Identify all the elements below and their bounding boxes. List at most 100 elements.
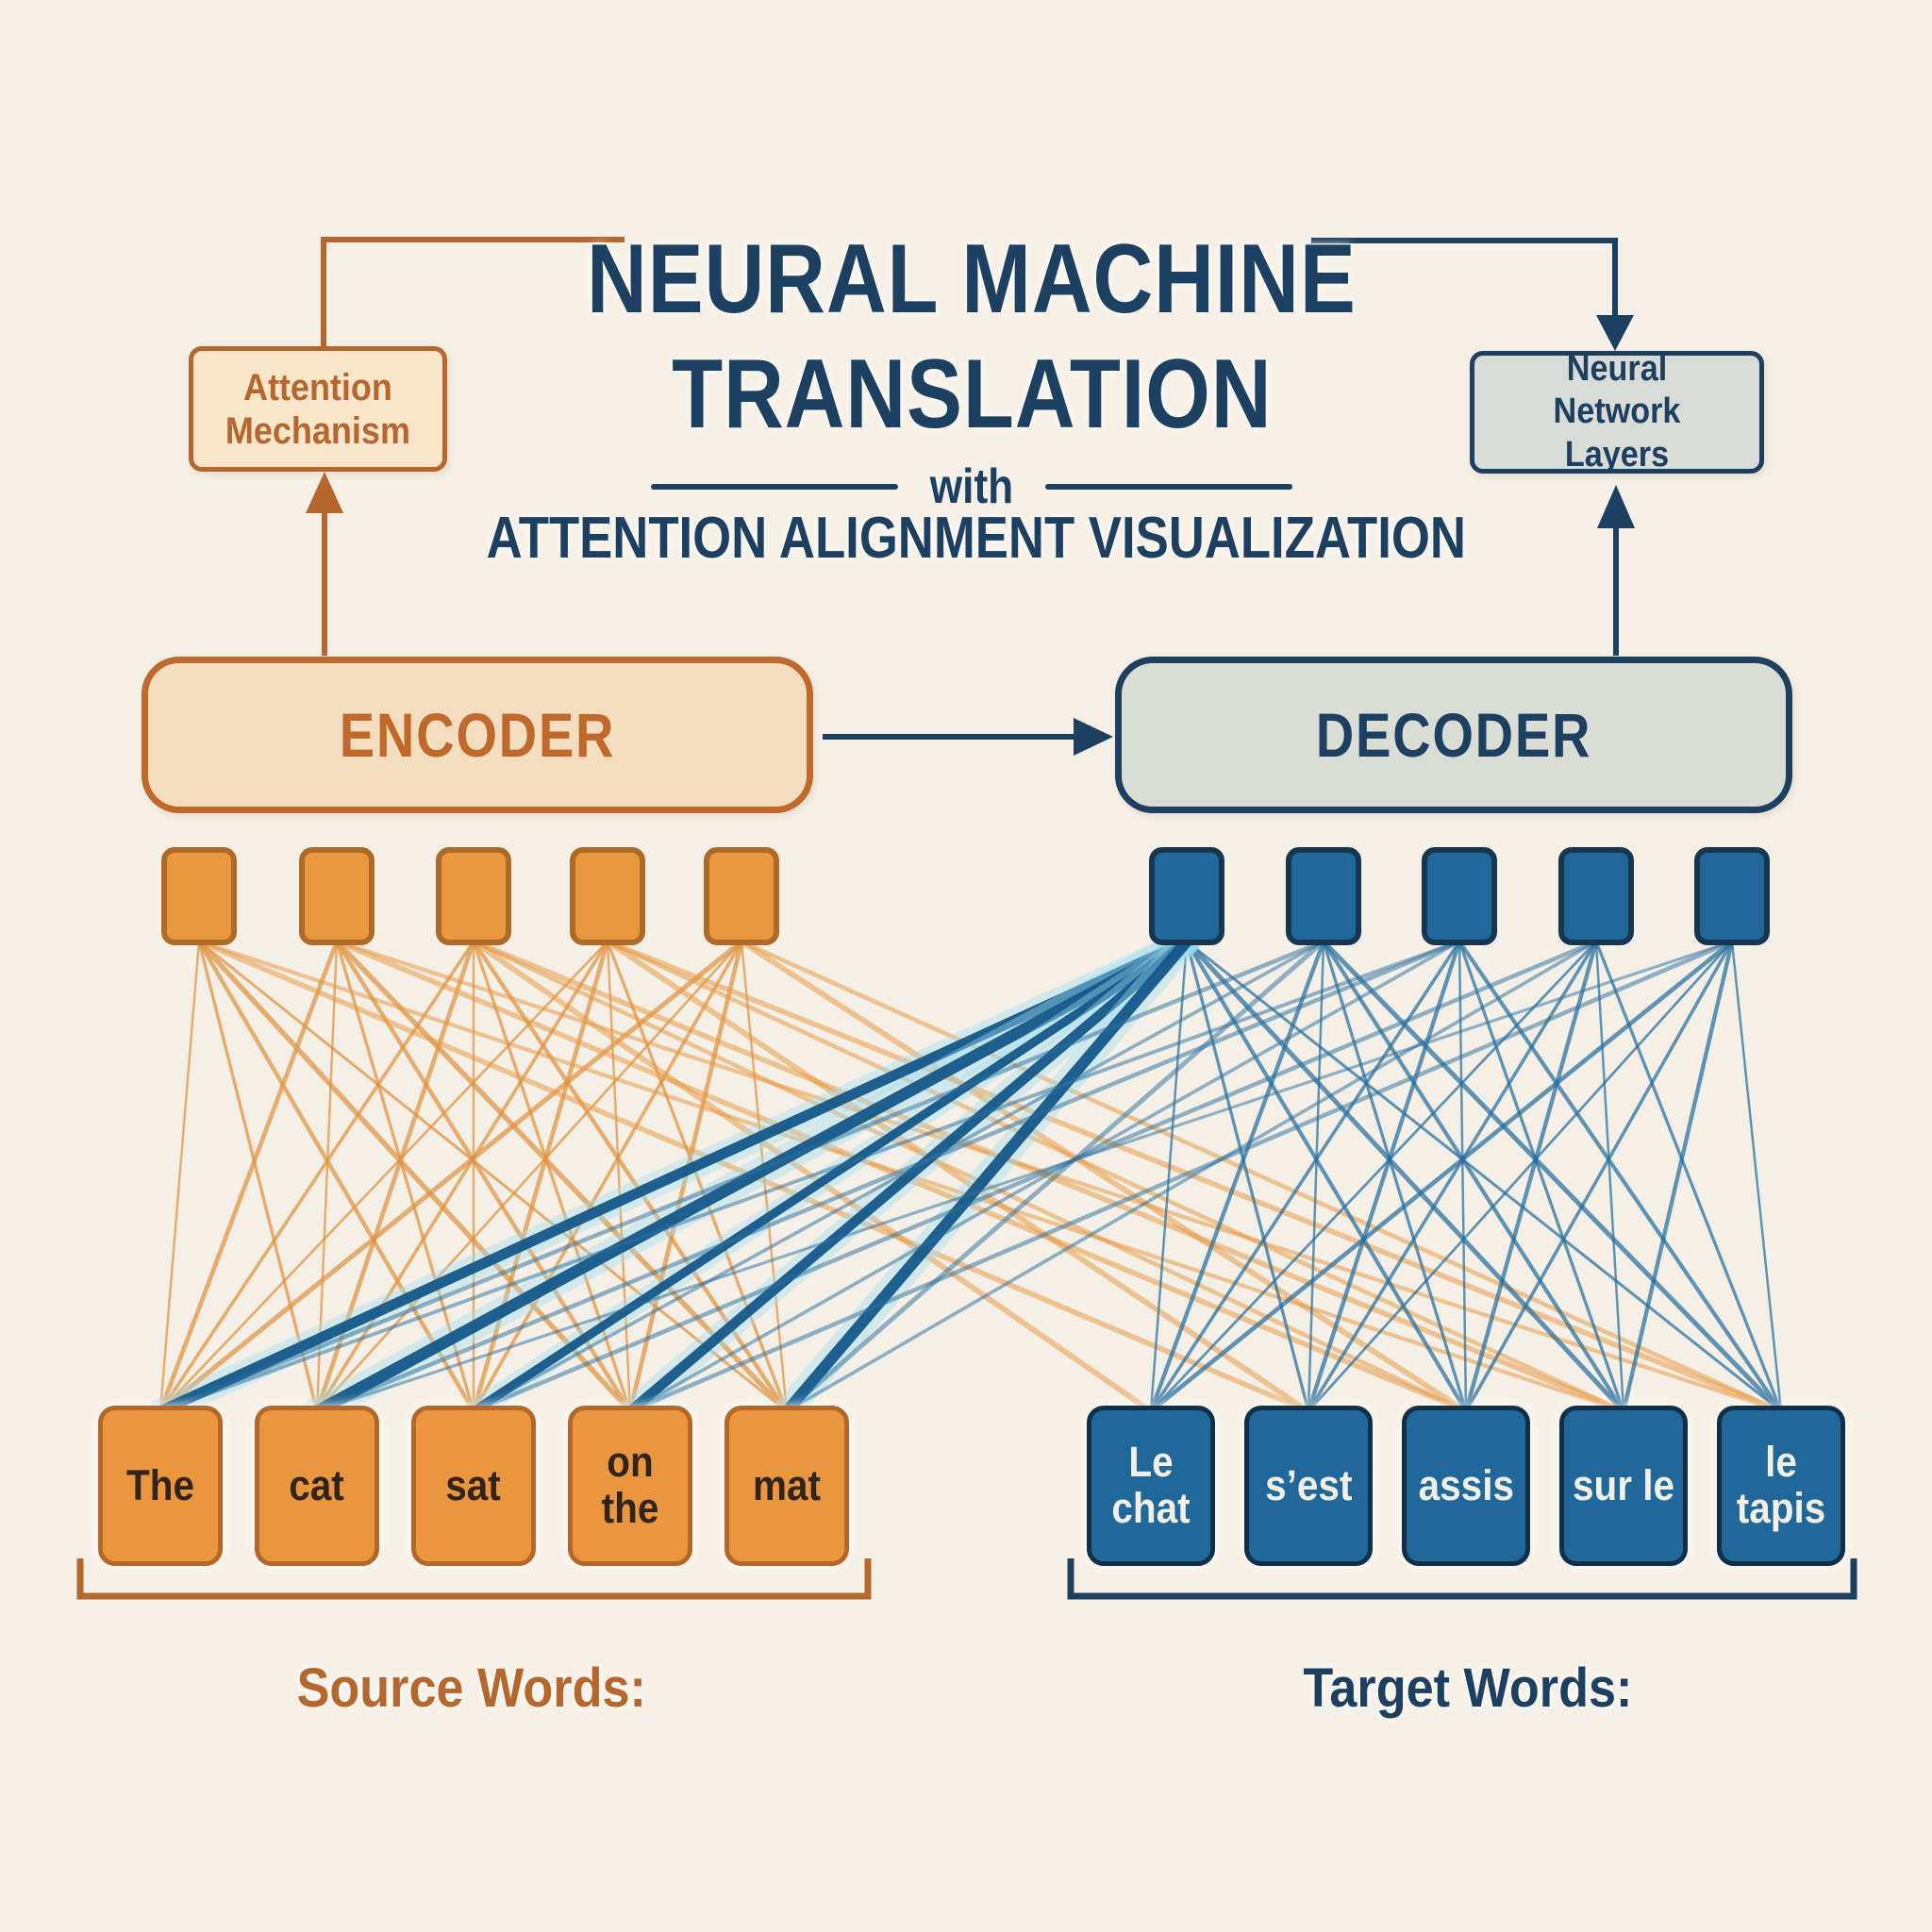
decoder-to-target-edge	[1621, 939, 1735, 1414]
decoder-to-target-edge	[1185, 940, 1783, 1413]
encoder-to-attention-arrowhead	[306, 472, 343, 513]
decoder-to-target-edge	[1185, 940, 1310, 1413]
encoder-to-source-edge	[158, 939, 744, 1414]
decoder-to-target-edge	[1148, 939, 1326, 1414]
layers-down-arrowhead	[1596, 315, 1634, 351]
target-word-chip-text: le tapis	[1736, 1438, 1826, 1532]
title-to-attention-connector	[321, 237, 625, 346]
encoder-to-target-edge	[334, 939, 1784, 1414]
decoder-to-source-edge	[785, 940, 1598, 1413]
source-word-chip: cat	[255, 1406, 379, 1566]
decoder-to-target-edge	[1464, 940, 1734, 1413]
decoder-to-target-edge	[1184, 939, 1626, 1414]
encoder-to-target-edge	[739, 939, 1784, 1414]
page-subtitle: ATTENTION ALIGNMENT VISUALIZATION	[400, 509, 1543, 568]
decoder-to-target-edge	[1730, 940, 1783, 1413]
decoder-to-source-edge	[627, 939, 1735, 1414]
source-word-chip: sat	[411, 1406, 536, 1566]
attention-edges	[147, 926, 1784, 1426]
encoder-to-target-edge	[471, 939, 1626, 1414]
source-words-label-text: Source Words:	[296, 1657, 647, 1719]
encoder-to-decoder-arrowhead	[1074, 718, 1113, 756]
decoder-to-source-attention-edge	[155, 936, 1192, 1417]
decoder-to-target-edge	[1307, 940, 1734, 1413]
decoder-to-target-edge	[1457, 939, 1784, 1414]
source-words-bracket	[76, 1558, 872, 1600]
target-word-chip: s’est	[1244, 1406, 1373, 1566]
encoder-to-source-edge	[334, 939, 790, 1414]
decoder-to-source-edge	[158, 940, 1461, 1413]
decoder-to-source-attention-edge	[310, 935, 1193, 1418]
encoder-state-square	[436, 847, 511, 945]
source-word-chip: The	[98, 1406, 223, 1566]
encoder-to-source-edge	[158, 939, 340, 1414]
decoder-to-target-edge	[1306, 939, 1462, 1414]
encoder-box: ENCODER	[142, 657, 813, 813]
decoder-to-source-edge	[628, 940, 1461, 1413]
decoder-to-target-edge	[1321, 939, 1626, 1414]
encoder-state-square	[704, 847, 779, 945]
target-word-chip: Le chat	[1087, 1406, 1215, 1566]
decoder-to-target-edge	[1457, 940, 1468, 1413]
encoder-to-source-edge	[472, 940, 632, 1413]
encoder-to-target-edge	[471, 939, 1469, 1414]
source-word-chip-text: sat	[445, 1460, 502, 1509]
title-divider: with	[400, 458, 1543, 515]
decoder-to-source-edge	[314, 939, 1462, 1414]
decoder-to-source-edge	[471, 939, 1599, 1414]
encoder-to-source-edge	[315, 940, 609, 1413]
encoder-to-source-edge	[472, 940, 743, 1413]
encoder-to-target-edge	[605, 939, 1626, 1414]
page-title-line2: TRANSLATION	[400, 345, 1543, 443]
encoder-to-source-edge	[197, 940, 319, 1413]
attention-mechanism-label: Attention Mechanism	[225, 366, 411, 452]
decoder-state-square	[1286, 847, 1361, 945]
decoder-label: DECODER	[1315, 700, 1592, 770]
target-word-chip-text: assis	[1418, 1460, 1514, 1509]
encoder-to-target-edge	[739, 939, 1469, 1414]
target-word-chip: sur le	[1559, 1406, 1688, 1566]
encoder-to-source-edge	[158, 940, 475, 1413]
decoder-to-target-edge	[1463, 939, 1599, 1414]
encoder-to-source-edge	[158, 940, 201, 1413]
decoder-to-source-edge	[315, 940, 1734, 1413]
source-word-chip-text: on the	[601, 1438, 659, 1532]
encoder-to-target-edge	[605, 939, 1311, 1414]
decoder-to-source-attention-edge	[469, 937, 1191, 1416]
decoder-state-square	[1422, 847, 1497, 945]
encoder-to-source-edge	[158, 940, 609, 1413]
target-words-bracket	[1067, 1558, 1857, 1600]
decoder-to-source-attention-edge	[780, 935, 1193, 1418]
encoder-label: ENCODER	[339, 700, 616, 770]
source-words-label: Source Words:	[245, 1657, 698, 1720]
decoder-to-target-edge	[1148, 939, 1735, 1414]
decoder-state-square	[1149, 847, 1224, 945]
decoder-to-target-edge	[1594, 940, 1625, 1413]
page-subtitle-text: ATTENTION ALIGNMENT VISUALIZATION	[486, 506, 1466, 571]
divider-rule-left	[651, 484, 898, 490]
target-word-chip-text: sur le	[1572, 1460, 1675, 1509]
attention-mechanism-box: Attention Mechanism	[189, 346, 447, 472]
decoder-to-target-edge	[1321, 939, 1784, 1414]
source-word-chip-text: The	[125, 1460, 194, 1509]
page-title-line1: NEURAL MACHINE	[400, 230, 1543, 328]
target-words-label-text: Target Words:	[1303, 1657, 1633, 1719]
source-word-chip-text: mat	[752, 1460, 822, 1509]
target-word-chip: assis	[1402, 1406, 1530, 1566]
source-word-chip: mat	[724, 1406, 849, 1566]
decoder-to-target-edge	[1149, 940, 1598, 1413]
decoder-to-target-edge	[1322, 940, 1468, 1413]
decoder-state-square	[1694, 847, 1770, 945]
decoder-to-target-edge	[1457, 940, 1625, 1413]
target-word-chip: le tapis	[1717, 1406, 1845, 1566]
page-title-line1-text: NEURAL MACHINE	[587, 225, 1357, 334]
title-connector-word: with	[929, 459, 1014, 514]
target-words-label: Target Words:	[1241, 1657, 1694, 1720]
neural-network-layers-box: Neural Network Layers	[1470, 349, 1764, 475]
title-to-layers-connector	[1311, 238, 1618, 328]
decoder-to-target-edge	[1594, 940, 1783, 1413]
encoder-state-square	[299, 847, 375, 945]
decoder-to-source-edge	[784, 939, 1326, 1414]
